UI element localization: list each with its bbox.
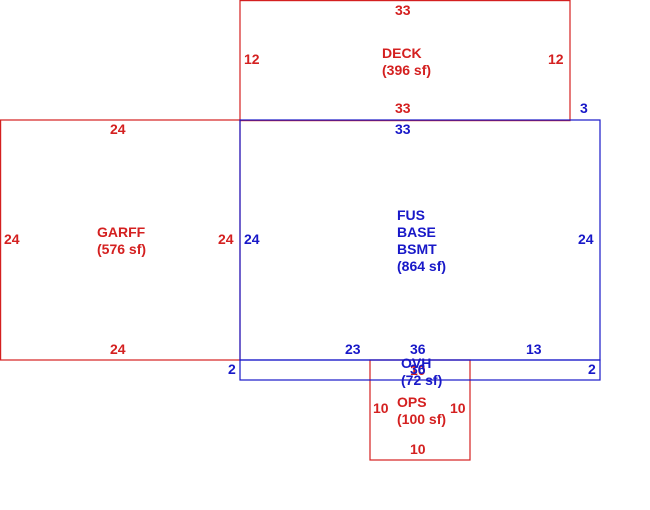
basement-dim-bottom-right: 13 (526, 341, 542, 357)
deck-dim-bottom: 33 (395, 100, 411, 116)
porch-label: OPS (397, 394, 427, 410)
basement-area: (864 sf) (397, 258, 446, 274)
garff-dim-right: 24 (218, 231, 234, 247)
basement-label-line3: BSMT (397, 241, 437, 257)
overhang-area: (72 sf) (401, 372, 442, 388)
basement-dim-left: 24 (244, 231, 260, 247)
overhang-label: OVH (401, 355, 431, 371)
overhang-dim-bottom: 36 (410, 361, 426, 377)
basement-dim-right: 24 (578, 231, 594, 247)
deck-area: (396 sf) (382, 62, 431, 78)
overhang-outline (239, 359, 601, 381)
deck-dim-left: 12 (244, 51, 260, 67)
deck-dim-right: 12 (548, 51, 564, 67)
garff-area: (576 sf) (97, 241, 146, 257)
porch-dim-left: 10 (373, 400, 389, 416)
basement-dim-bottom-mid: 36 (410, 341, 426, 357)
garff-dim-left: 24 (4, 231, 20, 247)
porch-dim-right: 10 (450, 400, 466, 416)
garff-dim-top: 24 (110, 121, 126, 137)
deck-dim-top: 33 (395, 2, 411, 18)
basement-dim-offset: 3 (580, 100, 588, 116)
basement-outline (239, 119, 601, 361)
garff-dim-bottom: 24 (110, 341, 126, 357)
overhang-dim-left: 2 (228, 361, 236, 377)
porch-dim-bottom: 10 (410, 441, 426, 457)
deck-label: DECK (382, 45, 422, 61)
garff-outline (0, 119, 241, 361)
basement-dim-top: 33 (395, 121, 411, 137)
porch-dim-top: 10 (410, 362, 426, 378)
porch-area: (100 sf) (397, 411, 446, 427)
overhang-dim-right: 2 (588, 361, 596, 377)
basement-label-line2: BASE (397, 224, 436, 240)
basement-label-line1: FUS (397, 207, 425, 223)
basement-dim-bottom-left: 23 (345, 341, 361, 357)
garff-label: GARFF (97, 224, 146, 240)
